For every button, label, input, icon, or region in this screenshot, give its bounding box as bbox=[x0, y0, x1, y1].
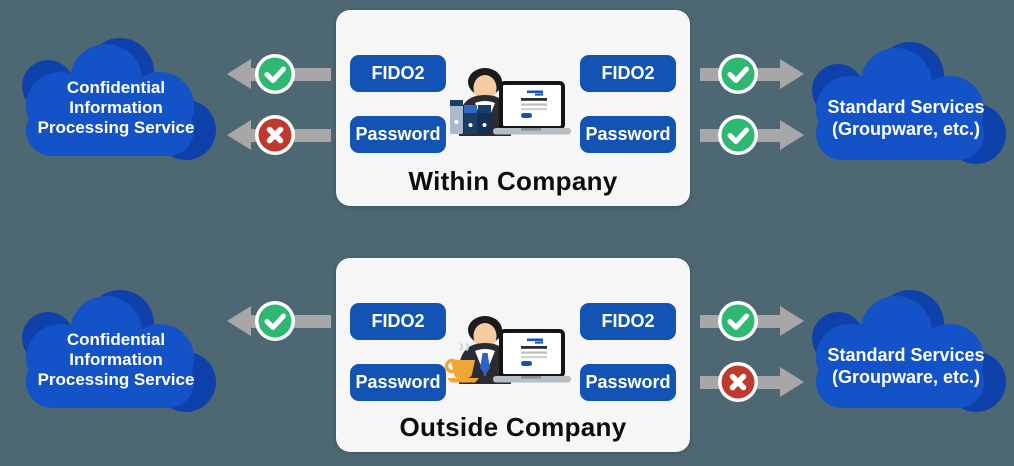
cloud-label-line: Processing Service bbox=[37, 118, 195, 137]
fido2-badge-left: FIDO2 bbox=[350, 55, 446, 92]
cloud-label: Standard Services (Groupware, etc.) bbox=[798, 96, 1014, 140]
fido2-badge-right: FIDO2 bbox=[580, 55, 676, 92]
cloud-label-line: Standard Services bbox=[827, 345, 985, 365]
cloud-label-line: Processing Service bbox=[37, 370, 195, 389]
arrow-password-to-confidential-denied bbox=[227, 113, 331, 157]
arrow-password-to-standard-allowed bbox=[700, 113, 804, 157]
password-badge-left: Password bbox=[350, 364, 446, 401]
arrow-head bbox=[780, 59, 804, 89]
password-badge-right: Password bbox=[580, 116, 676, 153]
section-title: Within Company bbox=[408, 166, 618, 196]
check-icon bbox=[254, 53, 296, 95]
cloud-label-line: Confidential bbox=[66, 330, 166, 349]
cross-icon bbox=[717, 361, 759, 403]
cloud-confidential-service-outside: Confidential Information Processing Serv… bbox=[8, 286, 224, 418]
check-icon bbox=[717, 300, 759, 342]
arrow-fido2-to-confidential-allowed bbox=[227, 52, 331, 96]
password-badge-left: Password bbox=[350, 116, 446, 153]
auth-panel-outside-company: FIDO2 Password FIDO2 Password Outside Co… bbox=[336, 258, 690, 452]
cloud-label-line: Information bbox=[69, 98, 163, 117]
cloud-label: Confidential Information Processing Serv… bbox=[8, 78, 224, 138]
cloud-label-line: Standard Services bbox=[827, 97, 985, 117]
cloud-label: Confidential Information Processing Serv… bbox=[8, 330, 224, 390]
cross-icon bbox=[254, 114, 296, 156]
fido2-badge-left: FIDO2 bbox=[350, 303, 446, 340]
fido2-badge-right: FIDO2 bbox=[580, 303, 676, 340]
cloud-confidential-service-within: Confidential Information Processing Serv… bbox=[8, 34, 224, 166]
cloud-standard-services-outside: Standard Services (Groupware, etc.) bbox=[798, 286, 1014, 418]
arrow-password-to-standard-denied bbox=[700, 360, 804, 404]
cloud-label-line: (Groupware, etc.) bbox=[831, 367, 981, 387]
password-badge-right: Password bbox=[580, 364, 676, 401]
employee-at-laptop-with-coffee-illustration bbox=[444, 314, 573, 384]
employee-at-laptop-with-binders-illustration bbox=[450, 66, 573, 136]
arrow-fido2-to-confidential-allowed bbox=[227, 299, 331, 343]
arrow-head bbox=[780, 306, 804, 336]
check-icon bbox=[717, 114, 759, 156]
auth-panel-within-company: FIDO2 Password FIDO2 Password Within Com… bbox=[336, 10, 690, 206]
cloud-label-line: (Groupware, etc.) bbox=[831, 119, 981, 139]
cloud-label: Standard Services (Groupware, etc.) bbox=[798, 344, 1014, 388]
cloud-label-line: Confidential bbox=[66, 78, 166, 97]
check-icon bbox=[254, 300, 296, 342]
arrow-fido2-to-standard-allowed bbox=[700, 299, 804, 343]
binders-icon bbox=[450, 100, 491, 134]
arrow-fido2-to-standard-allowed bbox=[700, 52, 804, 96]
arrow-head bbox=[780, 120, 804, 150]
section-title: Outside Company bbox=[399, 412, 627, 442]
cloud-standard-services-within: Standard Services (Groupware, etc.) bbox=[798, 38, 1014, 170]
check-icon bbox=[717, 53, 759, 95]
arrow-head bbox=[780, 367, 804, 397]
cloud-label-line: Information bbox=[69, 350, 163, 369]
